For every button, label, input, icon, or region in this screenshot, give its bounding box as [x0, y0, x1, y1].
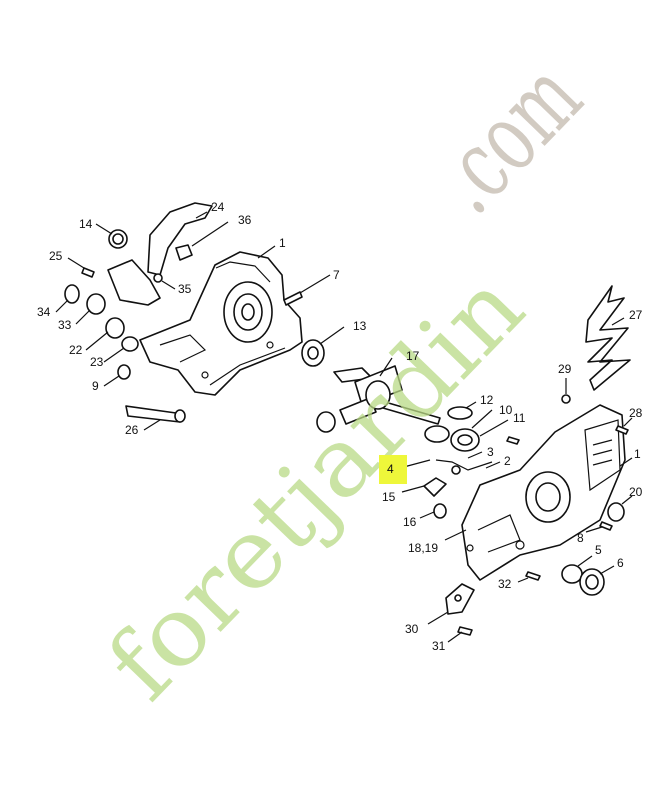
- callout-32: 32: [498, 577, 512, 591]
- callout-16: 16: [403, 515, 417, 529]
- callout-9: 9: [92, 379, 99, 393]
- callout-7: 7: [333, 268, 340, 282]
- watermark-grey-text: .com: [411, 41, 603, 234]
- callout-2: 2: [504, 454, 511, 468]
- part-2-3-oil-pickup: [423, 459, 493, 497]
- part-29-nut: [561, 394, 571, 404]
- callout-31: 31: [432, 639, 446, 653]
- callout-26: 26: [125, 423, 139, 437]
- part-30-flange: [445, 583, 475, 615]
- part-35-screw: [153, 273, 163, 283]
- callout-1-left: 1: [279, 236, 286, 250]
- watermark-green-text: foretjardin: [86, 251, 545, 721]
- callout-18-19: 18,19: [408, 541, 438, 555]
- callout-34: 34: [37, 305, 51, 319]
- callout-8: 8: [577, 531, 584, 545]
- part-31-screw: [457, 626, 473, 636]
- callout-1-right: 1: [634, 447, 641, 461]
- part-7-pin: [283, 291, 303, 306]
- callout-11: 11: [513, 411, 526, 425]
- callout-4: 4: [387, 462, 394, 476]
- callout-14: 14: [79, 217, 93, 231]
- part-20-buffer: [607, 502, 625, 522]
- callout-22: 22: [69, 343, 83, 357]
- callout-13: 13: [353, 319, 367, 333]
- callout-17: 17: [406, 349, 420, 363]
- callout-labels: 14 24 36 1 25 35 34 33 22 23 9 26 7 13 1…: [37, 200, 643, 653]
- callout-36: 36: [238, 213, 252, 227]
- part-23-ring: [121, 336, 139, 352]
- part-28-screw: [615, 425, 629, 435]
- part-11-seal: [450, 428, 480, 452]
- part-8-screw: [599, 521, 613, 531]
- callout-24: 24: [211, 200, 225, 214]
- callout-20: 20: [629, 485, 643, 499]
- callout-12: 12: [480, 393, 494, 407]
- part-26-hose: [125, 405, 186, 423]
- part-14-seal: [108, 229, 128, 249]
- right-crankcase-half: [461, 404, 626, 581]
- watermark: foretjardin .com: [86, 41, 603, 721]
- part-5-ring: [561, 564, 583, 584]
- part-22-annular-buffer: [105, 317, 125, 339]
- part-16-filter: [433, 503, 447, 519]
- part-36-clip: [175, 244, 193, 261]
- callout-29: 29: [558, 362, 572, 376]
- highlight-marker: [379, 455, 407, 484]
- callout-5: 5: [595, 543, 602, 557]
- callout-30: 30: [405, 622, 419, 636]
- part-27-chain-catcher: [585, 285, 631, 391]
- callout-3: 3: [487, 445, 494, 459]
- part-33-buffer: [86, 293, 106, 315]
- callout-28: 28: [629, 406, 643, 420]
- part-13-bearing: [301, 339, 325, 367]
- callout-27: 27: [629, 308, 643, 322]
- part-24-bracket: [147, 202, 213, 276]
- callout-6: 6: [617, 556, 624, 570]
- left-crankcase-half: [139, 251, 303, 396]
- callout-35: 35: [178, 282, 192, 296]
- callout-15: 15: [382, 490, 396, 504]
- part-34-buffer: [64, 284, 80, 304]
- callout-10: 10: [499, 403, 513, 417]
- callout-25: 25: [49, 249, 63, 263]
- part-10-ring: [424, 425, 450, 443]
- part-9-plug: [117, 364, 131, 380]
- part-6-seal: [579, 568, 605, 596]
- part-leader-screw-1: [506, 436, 520, 445]
- callout-23: 23: [90, 355, 104, 369]
- part-25-screw: [81, 267, 95, 278]
- part-32-screw: [525, 571, 541, 581]
- part-12-ring: [447, 406, 473, 420]
- part-intake-plate: [107, 259, 161, 306]
- part-17-crankshaft: [316, 365, 441, 433]
- callout-33: 33: [58, 318, 72, 332]
